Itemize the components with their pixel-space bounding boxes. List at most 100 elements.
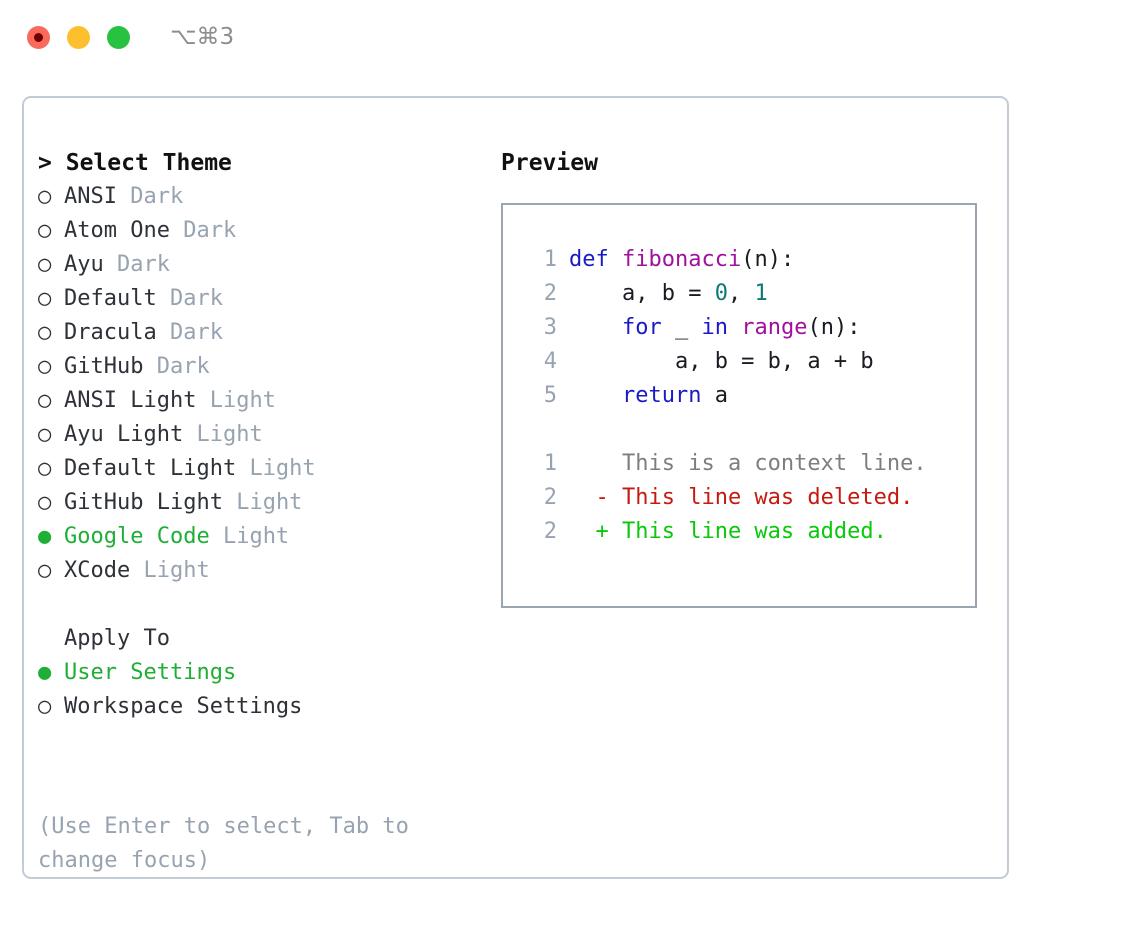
theme-list-item[interactable]: ○Ayu Dark: [38, 248, 468, 282]
theme-list-item[interactable]: ○ANSI Dark: [38, 180, 468, 214]
radio-unselected-icon: ○: [38, 694, 52, 719]
apply-to-item[interactable]: ●User Settings: [38, 656, 468, 690]
theme-list-item[interactable]: ○Ayu Light Light: [38, 418, 468, 452]
spacer: [183, 422, 196, 447]
theme-kind-label: Light: [143, 558, 210, 583]
diff-line-text-add: + This line was added.: [569, 519, 887, 544]
theme-list-item[interactable]: ○ GitHub Dark: [38, 350, 468, 384]
spacer: [170, 218, 183, 243]
theme-kind-label: Light: [249, 456, 316, 481]
diff-line-number: 2: [543, 519, 557, 544]
code-token-kw: return: [621, 383, 702, 408]
spacer: [157, 320, 170, 345]
spacer: [236, 456, 249, 481]
code-token-id: n: [754, 247, 768, 272]
code-token-fn: fibonacci: [622, 247, 742, 272]
diff-line-text-del: - This line was deleted.: [569, 485, 914, 510]
code-line-text: def fibonacci(n):: [557, 243, 794, 277]
theme-name-label: Atom One: [64, 218, 170, 243]
theme-name-label: GitHub Light: [64, 490, 223, 515]
theme-kind-label: Light: [222, 524, 290, 549]
apply-to-item[interactable]: ○Workspace Settings: [38, 690, 468, 724]
code-token-id: _: [661, 315, 702, 340]
keyboard-hint-text: (Use Enter to select, Tab to change focu…: [38, 814, 409, 873]
theme-list[interactable]: ○ANSI Dark○Atom One Dark○Ayu Dark○Defaul…: [38, 180, 468, 588]
code-line-text: a, b = b, a + b: [557, 345, 874, 379]
code-blank-line: [521, 413, 961, 447]
code-line: 5 return a: [521, 379, 961, 413]
code-token-kw: in: [701, 315, 728, 340]
theme-list-item[interactable]: ○ Default Dark: [38, 282, 468, 316]
close-icon: [34, 33, 43, 42]
radio-unselected-icon: ○: [38, 388, 52, 413]
radio-unselected-icon: ○: [38, 286, 52, 311]
maximize-window-button[interactable]: [107, 26, 130, 49]
theme-list-item[interactable]: ○GitHub Light Light: [38, 486, 468, 520]
code-token-punc: ):: [767, 247, 795, 272]
theme-kind-label: Dark: [156, 354, 210, 379]
theme-selection-column: > Select Theme ○ANSI Dark○Atom One Dark○…: [38, 146, 468, 724]
diff-line-number: 1: [543, 451, 557, 476]
code-token-id: ,: [727, 281, 755, 306]
theme-list-item[interactable]: ○XCode Light: [38, 554, 468, 588]
spacer: [143, 354, 156, 379]
theme-kind-label: Light: [196, 422, 263, 447]
section-spacer: [38, 588, 468, 622]
theme-list-item[interactable]: ●Google Code Light: [38, 520, 468, 554]
theme-name-label: ANSI: [64, 184, 117, 209]
spacer: [210, 524, 223, 549]
diff-line: 1 This is a context line.: [521, 447, 961, 481]
theme-kind-label: Dark: [169, 286, 223, 311]
code-line: 2 a, b = 0, 1: [521, 277, 961, 311]
code-token-num: 1: [754, 281, 768, 306]
spacer: [130, 558, 143, 583]
code-token-punc: (: [807, 315, 821, 340]
code-token-id: [569, 383, 622, 408]
code-line-number: 2: [543, 281, 557, 306]
diff-sample: 1 This is a context line.2 - This line w…: [521, 447, 961, 549]
code-token-id: a, b =: [569, 281, 715, 306]
radio-unselected-icon: ○: [38, 354, 52, 379]
close-window-button[interactable]: [27, 26, 50, 49]
theme-list-item[interactable]: ○Dracula Dark: [38, 316, 468, 350]
apply-to-list[interactable]: ●User Settings○Workspace Settings: [38, 656, 468, 724]
theme-name-label: Default Light: [64, 456, 237, 481]
code-token-punc: ):: [833, 315, 861, 340]
code-line-number: 3: [543, 315, 557, 340]
radio-unselected-icon: ○: [38, 558, 52, 583]
main-panel: > Select Theme ○ANSI Dark○Atom One Dark○…: [22, 96, 1009, 879]
theme-name-label: Dracula: [64, 320, 157, 345]
theme-list-header-label: Select Theme: [65, 150, 232, 176]
theme-list-item[interactable]: ○Atom One Dark: [38, 214, 468, 248]
theme-list-header: > Select Theme: [38, 146, 468, 180]
code-token-id: a, b = b, a + b: [569, 349, 874, 374]
theme-kind-label: Light: [236, 490, 303, 515]
code-token-id: n: [820, 315, 834, 340]
minimize-window-button[interactable]: [67, 26, 90, 49]
diff-line-text-ctx: This is a context line.: [569, 451, 927, 476]
preview-title: Preview: [501, 150, 598, 176]
code-token-id: [728, 315, 741, 340]
apply-to-label: User Settings: [64, 660, 237, 685]
theme-name-label: Default: [64, 286, 157, 311]
theme-name-label: GitHub: [64, 354, 144, 379]
diff-line: 2 - This line was deleted.: [521, 481, 961, 515]
code-line: 3 for _ in range(n):: [521, 311, 961, 345]
code-token-fn: range: [741, 315, 808, 340]
code-token-kw: def: [569, 247, 609, 272]
theme-list-item[interactable]: ○ANSI Light Light: [38, 384, 468, 418]
radio-unselected-icon: ○: [38, 252, 52, 277]
theme-kind-label: Dark: [117, 252, 170, 277]
spacer: [157, 286, 170, 311]
theme-name-label: Ayu Light: [64, 422, 184, 447]
code-line-text: for _ in range(n):: [557, 311, 860, 345]
spacer: [104, 252, 117, 277]
theme-kind-label: Dark: [183, 218, 237, 243]
title-bar: ⌥⌘3: [0, 0, 1140, 78]
theme-list-item[interactable]: ○Default Light Light: [38, 452, 468, 486]
code-token-punc: [609, 247, 622, 272]
